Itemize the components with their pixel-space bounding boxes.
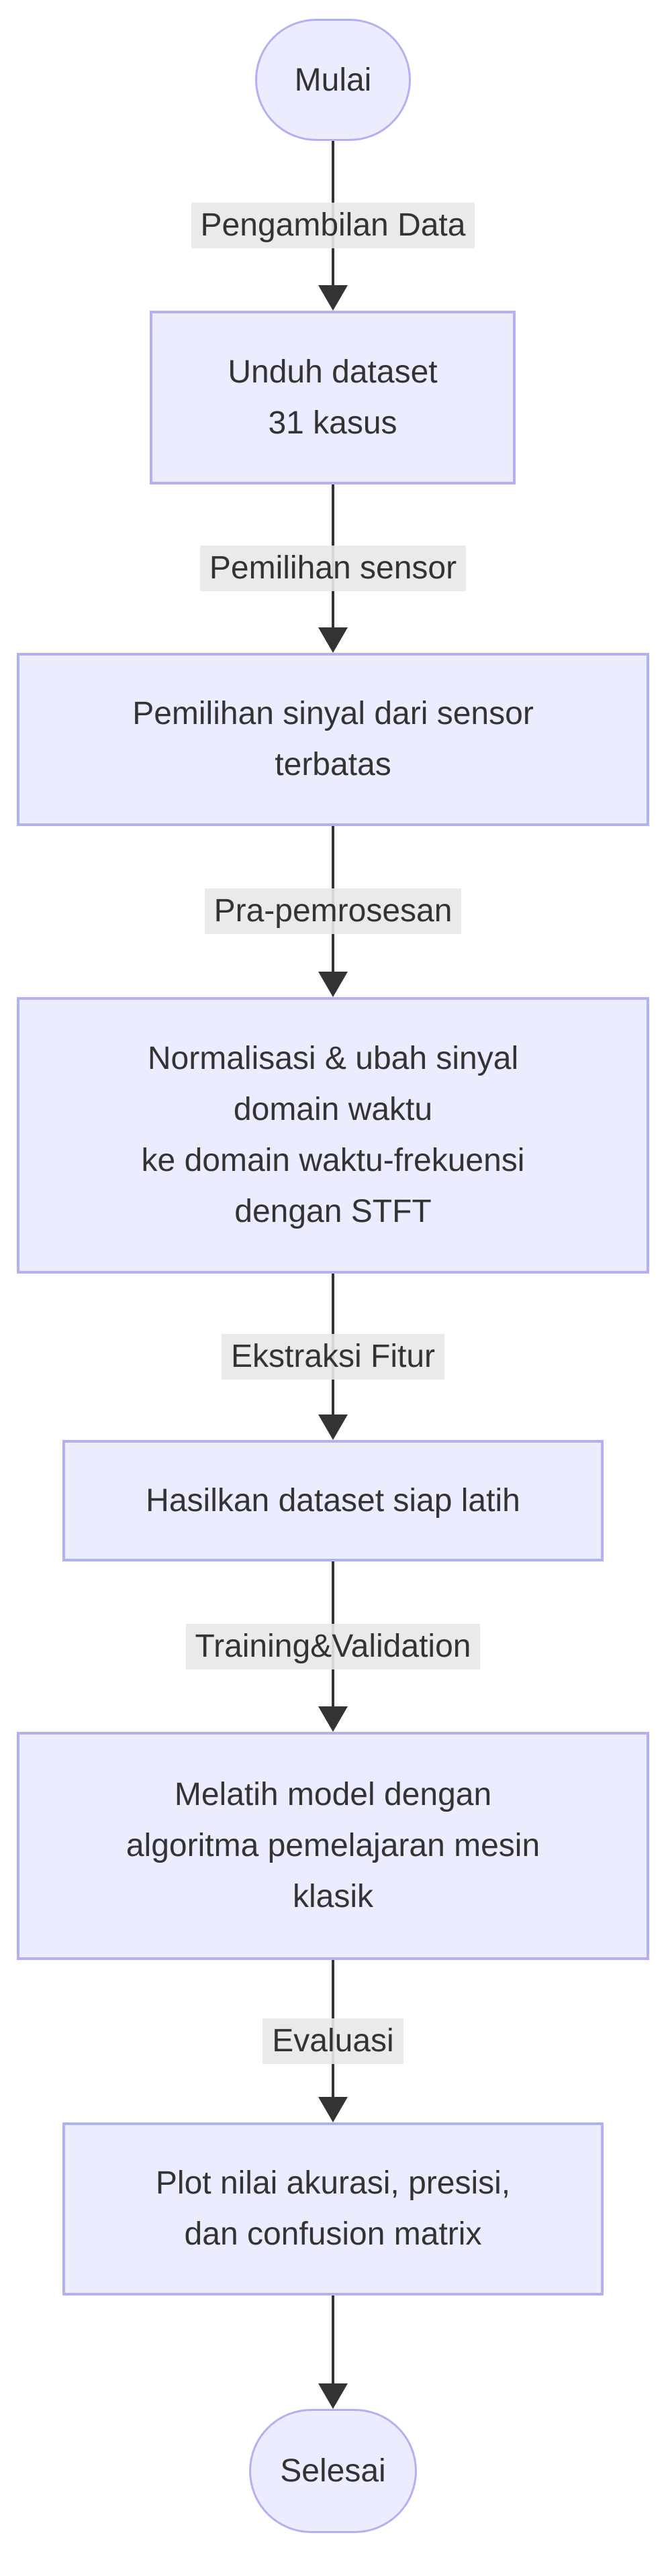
edge-label-pengambilan-data: Pengambilan Data [191, 203, 475, 248]
start-node: Mulai [255, 19, 411, 141]
arrowhead-icon [318, 2097, 348, 2122]
process-box-normalisasi-stft: Normalisasi & ubah sinyal domain waktu k… [17, 997, 649, 1274]
arrowhead-icon [318, 972, 348, 997]
process-box-hasilkan-dataset: Hasilkan dataset siap latih [62, 1440, 604, 1561]
box-text-line: klasik [292, 1879, 374, 1914]
box-text-line: 31 kasus [268, 405, 397, 441]
process-box-pemilihan-sinyal: Pemilihan sinyal dari sensor terbatas [17, 653, 649, 826]
box-text-line: Pemilihan sinyal dari sensor [132, 696, 534, 731]
box-text-line: domain waktu [233, 1092, 433, 1127]
edge-label-ekstraksi-fitur: Ekstraksi Fitur [221, 1334, 445, 1380]
arrowhead-icon [318, 1706, 348, 1732]
box-text-line: algoritma pemelajaran mesin [126, 1828, 540, 1863]
box-text-line: dengan STFT [234, 1194, 432, 1229]
process-box-plot-evaluasi: Plot nilai akurasi, presisi, dan confusi… [62, 2122, 604, 2296]
arrowhead-icon [318, 2383, 348, 2409]
arrowhead-icon [318, 1414, 348, 1440]
box-text-line: Unduh dataset [228, 354, 438, 390]
edge-line [332, 2296, 334, 2383]
arrowhead-icon [318, 627, 348, 653]
edge-label-pemilihan-sensor: Pemilihan sensor [199, 546, 467, 591]
end-node: Selesai [249, 2409, 417, 2533]
box-text-line: ke domain waktu-frekuensi [141, 1143, 525, 1178]
box-text-line: Plot nilai akurasi, presisi, [155, 2165, 511, 2201]
box-text-line: Normalisasi & ubah sinyal [147, 1041, 519, 1076]
edge-label-pra-pemrosesan: Pra-pemrosesan [204, 888, 462, 934]
start-node-label: Mulai [294, 62, 372, 98]
end-node-label: Selesai [280, 2453, 386, 2489]
box-text-line: Melatih model dengan [174, 1777, 492, 1812]
edge-label-evaluasi: Evaluasi [263, 2018, 403, 2064]
box-text-line: dan confusion matrix [184, 2216, 482, 2252]
edge-label-training-validation: Training&Validation [185, 1624, 481, 1669]
arrowhead-icon [318, 285, 348, 311]
process-box-melatih-model: Melatih model dengan algoritma pemelajar… [17, 1732, 649, 1960]
process-box-unduh-dataset: Unduh dataset 31 kasus [150, 311, 516, 484]
box-text-line: terbatas [275, 747, 391, 782]
box-text-line: Hasilkan dataset siap latih [146, 1482, 520, 1518]
